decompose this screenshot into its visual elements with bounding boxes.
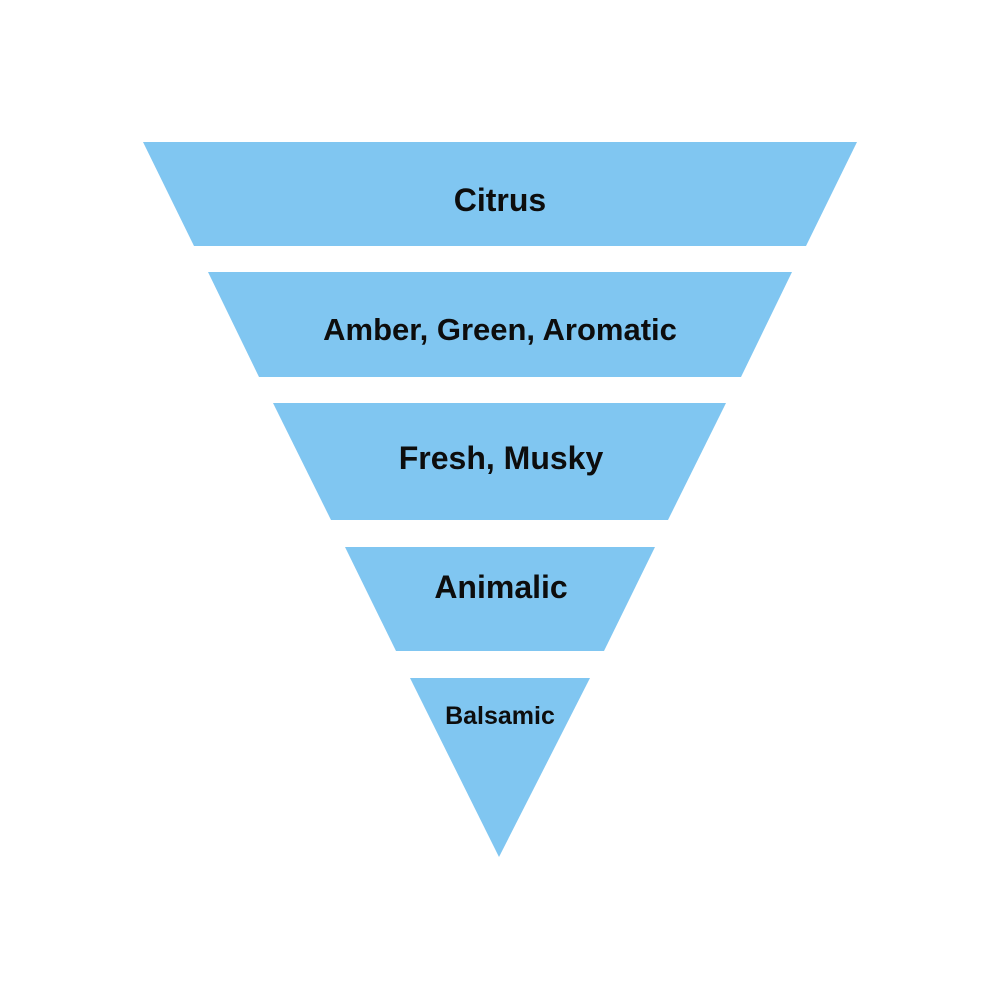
funnel-layer-4 — [345, 547, 655, 651]
funnel-layer-1 — [143, 142, 857, 246]
funnel-layer-3-label: Fresh, Musky — [399, 440, 604, 476]
funnel-layer-2 — [208, 272, 792, 377]
funnel-layer-3 — [273, 403, 726, 520]
funnel-layer-5-label: Balsamic — [445, 702, 555, 730]
funnel-layer-4-label: Animalic — [434, 569, 567, 605]
funnel-layer-1-label: Citrus — [454, 182, 546, 218]
funnel-layer-2-label: Amber, Green, Aromatic — [323, 312, 677, 347]
funnel-layer-5 — [410, 678, 590, 857]
